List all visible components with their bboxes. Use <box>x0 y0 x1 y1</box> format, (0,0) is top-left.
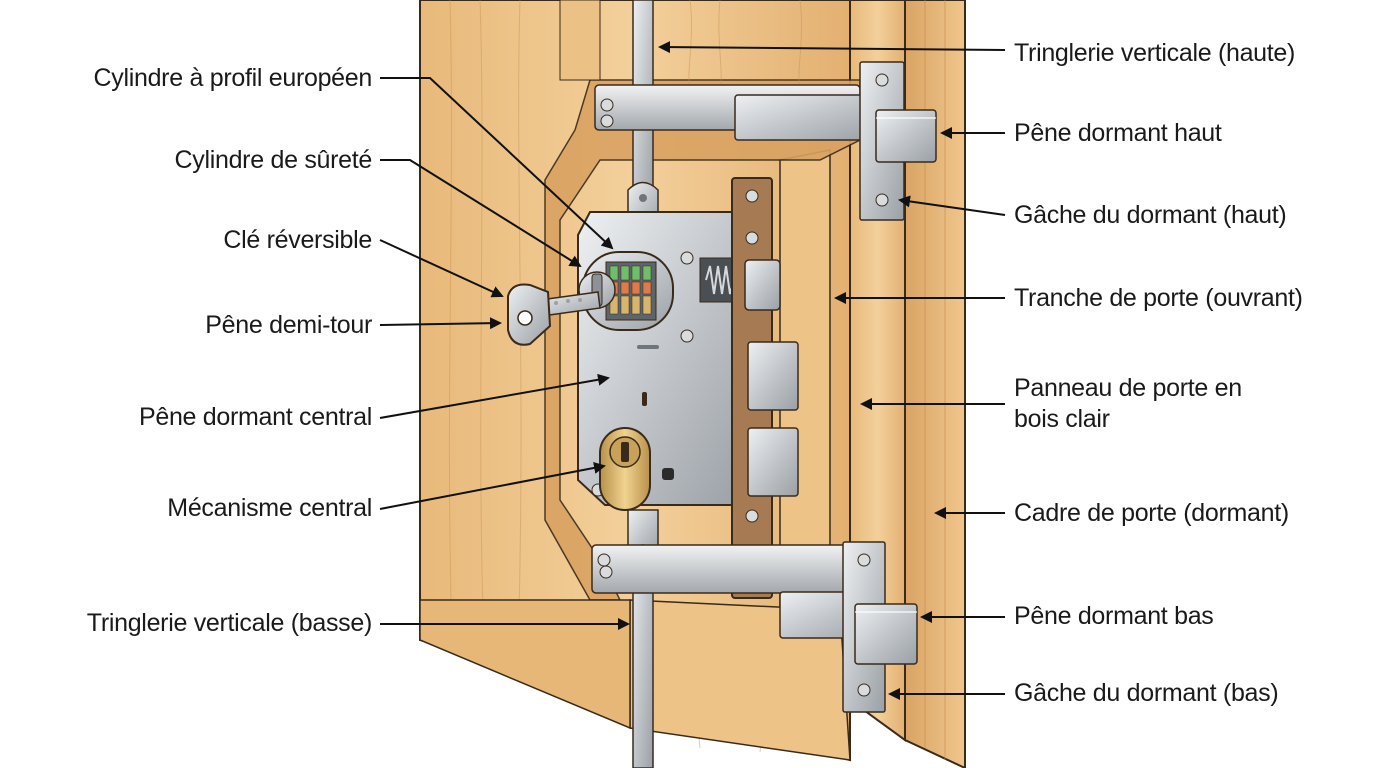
leader-lines-right <box>658 41 1006 700</box>
label-cle-reversible: Clé réversible <box>223 226 372 254</box>
label-tringlerie-haute: Tringlerie verticale (haute) <box>1014 39 1296 67</box>
top-strike-plate <box>859 61 937 221</box>
label-panneau-porte-line1: Panneau de porte en <box>1014 374 1242 402</box>
label-mecanisme-central: Mécanisme central <box>167 494 372 522</box>
label-cadre-porte: Cadre de porte (dormant) <box>1014 499 1289 527</box>
latch-bolts <box>744 259 799 497</box>
label-gache-bas: Gâche du dormant (bas) <box>1014 679 1279 707</box>
bottom-strike-plate <box>842 541 918 713</box>
label-cylindre-profil-europeen: Cylindre à profil européen <box>93 64 373 92</box>
label-pene-dormant-bas: Pêne dormant bas <box>1014 602 1214 630</box>
label-cylindre-surete: Cylindre de sûreté <box>174 146 373 174</box>
label-pene-dormant-central: Pêne dormant central <box>138 403 372 431</box>
label-pene-dormant-haut: Pêne dormant haut <box>1014 119 1222 147</box>
leader-lines-left <box>379 77 630 630</box>
label-pene-demi-tour: Pêne demi-tour <box>205 311 372 339</box>
label-tringlerie-basse: Tringlerie verticale (basse) <box>86 609 373 637</box>
security-cylinder <box>599 427 651 511</box>
label-gache-haut: Gâche du dormant (haut) <box>1014 201 1287 229</box>
reversible-key <box>507 283 601 346</box>
euro-profile-cylinder <box>578 251 674 331</box>
label-panneau-porte-line2: bois clair <box>1014 405 1110 433</box>
label-tranche-porte: Tranche de porte (ouvrant) <box>1014 284 1303 312</box>
